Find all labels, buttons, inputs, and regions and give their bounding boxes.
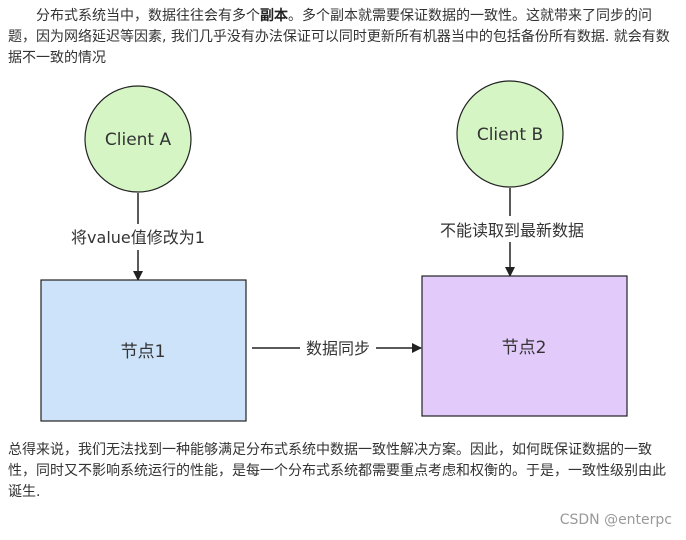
sync-label: 数据同步: [306, 339, 370, 358]
write-label: 将value值修改为1: [71, 228, 205, 247]
intro-paragraph: 分布式系统当中，数据往往会有多个副本。多个副本就需要保证数据的一致性。这就带来了…: [8, 6, 676, 69]
client-b-label: Client B: [477, 125, 543, 145]
node1-label: 节点1: [121, 342, 166, 362]
client-b: Client B: [456, 80, 564, 188]
node2-label: 节点2: [502, 338, 547, 358]
node2: 节点2: [421, 275, 628, 417]
node1: 节点1: [40, 279, 247, 422]
intro-bold-term: 副本: [260, 8, 288, 24]
intro-text-end: 。多个副本就需要保证数据的一致性。这就带来了同步的问题，因为网络延迟等因素, 我…: [8, 8, 670, 66]
client-a-label: Client A: [105, 130, 172, 150]
watermark: CSDN @enterpc: [559, 512, 672, 528]
read-label: 不能读取到最新数据: [440, 221, 584, 240]
intro-text-start: 分布式系统当中，数据往往会有多个: [36, 8, 260, 24]
conclusion-paragraph: 总得来说，我们无法找到一种能够满足分布式系统中数据一致性解决方案。因此，如何既保…: [8, 442, 666, 500]
client-a: Client A: [84, 85, 192, 193]
